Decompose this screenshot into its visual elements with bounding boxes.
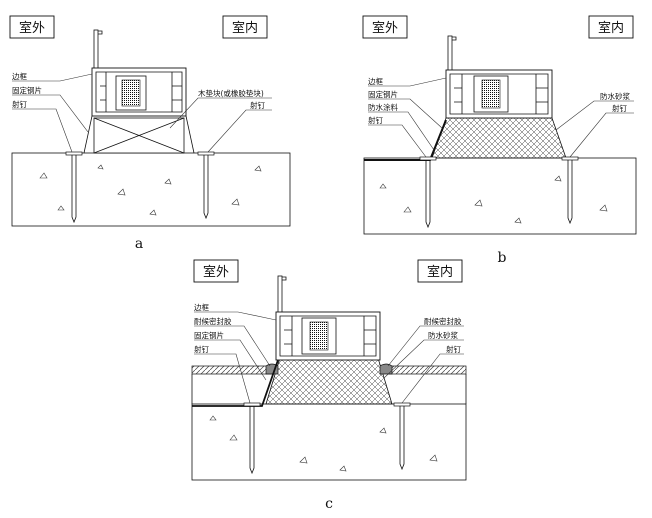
diagram-a-nail-left	[65, 151, 83, 224]
diagram-a-callout-frame: 边框	[12, 71, 27, 81]
diagram-b-callout-steel-plate: 固定钢片	[368, 89, 398, 99]
diagram-b-aggregate-marks	[379, 175, 608, 224]
diagram-a-exterior-label: 室外	[19, 20, 45, 36]
diagram-c: 室外 室内	[191, 259, 467, 512]
diagram-c-sealant-right	[379, 363, 393, 375]
diagram-c-exterior-label: 室外	[203, 264, 229, 280]
diagram-c-aggregate-marks	[209, 415, 438, 472]
diagram-b-caption: b	[498, 250, 507, 266]
diagram-c-finish-layer-right	[387, 365, 467, 375]
diagram-b-concrete-slab	[363, 157, 637, 235]
diagram-c-callout-sealant-right: 耐候密封胶	[424, 316, 462, 326]
diagram-b: 室外 室内 边框 固定钢片 防水涂料 射钉	[362, 15, 637, 266]
diagram-c-steel-plate	[192, 359, 279, 407]
diagram-b-callout-frame: 边框	[368, 76, 383, 86]
diagram-b-nail-left	[419, 156, 437, 229]
diagram-a-callout-wood-block: 木垫块(或橡胶垫块)	[198, 88, 264, 98]
diagram-b-callout-nail: 射钉	[368, 115, 383, 125]
diagram-c-exterior-box	[193, 259, 239, 283]
diagram-a-aggregate-marks	[39, 164, 262, 216]
diagram-c-caption: c	[325, 496, 333, 512]
diagram-a-nail-right	[197, 151, 215, 220]
diagram-b-callout-waterproof-coating: 防水涂料	[368, 102, 398, 112]
diagram-c-callout-nail: 射钉	[194, 344, 209, 354]
diagram-b-interior-box	[588, 15, 634, 39]
diagram-a-interior-label: 室内	[232, 20, 258, 36]
diagram-c-callout-waterproof-mortar: 防水砂浆	[428, 330, 458, 340]
diagram-a-glazing-bead	[121, 79, 141, 107]
diagram-a-caption: a	[135, 236, 143, 252]
diagram-c-waterproof-mortar	[265, 357, 393, 405]
diagram-a: 室外 室内 边框 固定钢片	[9, 15, 291, 252]
diagram-c-callout-nail-right: 射钉	[446, 344, 461, 354]
diagram-c-callout-steel-plate: 固定钢片	[194, 330, 224, 340]
diagram-b-exterior-box	[362, 15, 408, 39]
diagram-a-callout-nail-right: 射钉	[250, 100, 265, 110]
diagram-a-callout-steel-plate: 固定钢片	[12, 85, 42, 95]
diagram-c-interior-box	[417, 259, 463, 283]
diagram-c-finish-layer-left	[191, 365, 273, 375]
diagram-c-interior-label: 室内	[427, 264, 453, 280]
diagram-c-glazing-bead	[309, 321, 329, 351]
diagram-a-steel-plate-right	[185, 115, 195, 154]
diagram-b-interior-label: 室内	[598, 20, 624, 36]
diagram-a-callout-nail: 射钉	[12, 99, 27, 109]
diagram-b-glazing-bead	[481, 79, 501, 109]
diagram-c-concrete-slab	[191, 403, 467, 481]
diagram-c-callout-sealant: 耐候密封胶	[194, 316, 232, 326]
diagram-a-concrete-slab	[11, 152, 291, 227]
diagram-c-callout-frame: 边框	[194, 302, 209, 312]
diagram-b-frame-fin	[447, 35, 453, 75]
diagram-b-waterproof-mortar	[431, 117, 567, 159]
diagram-a-exterior-box	[9, 15, 55, 39]
diagram-b-exterior-label: 室外	[372, 20, 398, 36]
diagram-a-steel-plate-left	[83, 115, 93, 154]
diagram-b-callout-nail-right: 射钉	[612, 103, 627, 113]
diagram-c-nail-left	[243, 402, 261, 475]
diagram-b-callout-waterproof-mortar: 防水砂浆	[600, 91, 630, 101]
diagram-a-interior-box	[222, 15, 268, 39]
